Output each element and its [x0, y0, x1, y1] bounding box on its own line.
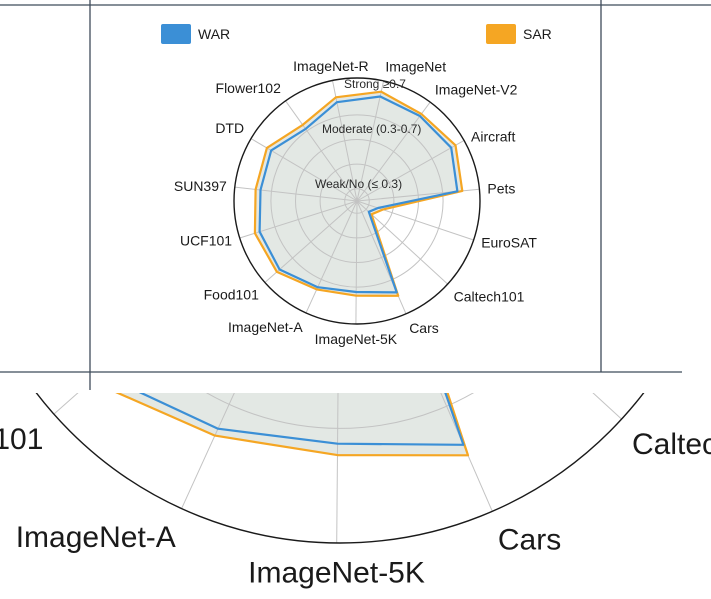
main-category-label-imagenet-a: ImageNet-A	[228, 319, 303, 335]
main-grid-ring-3	[270, 114, 444, 288]
main-spoke-0	[356, 80, 385, 202]
main-category-label-imagenet: ImageNet	[385, 59, 446, 75]
zoom-category-label-imagenet-a: ImageNet-A	[16, 521, 176, 554]
legend-war-label: WAR	[198, 26, 230, 42]
zoom-category-label-imagenet-5k: ImageNet-5K	[248, 557, 425, 590]
zoom-category-label-food101: Food101	[0, 423, 43, 456]
main-outer-ring	[233, 77, 481, 325]
main-category-label-imagenet-5k: ImageNet-5K	[315, 331, 398, 347]
main-category-label-aircraft: Aircraft	[471, 128, 515, 144]
zoom-outer-ring	[35, 393, 645, 544]
legend-war-swatch	[161, 24, 191, 44]
main-category-label-imagenet-v2: ImageNet-V2	[435, 81, 518, 97]
zoom-category-label-caltech101: Caltech101	[632, 428, 711, 461]
zoom-grid-ring-3	[206, 393, 474, 429]
band-label-moderate: Moderate (0.3-0.7)	[322, 122, 421, 136]
main-category-label-food101: Food101	[204, 287, 259, 303]
main-category-label-dtd: DTD	[215, 120, 244, 136]
main-category-label-flower102: Flower102	[216, 80, 282, 96]
main-spoke-2	[356, 139, 465, 202]
main-category-label-eurosat: EuroSAT	[481, 235, 537, 251]
main-spoke-8	[305, 200, 358, 314]
main-spoke-7	[355, 200, 358, 325]
main-spoke-12	[250, 138, 358, 202]
main-category-label-pets: Pets	[487, 180, 515, 196]
main-spoke-14	[332, 80, 358, 202]
zoom-spoke-7	[336, 393, 339, 544]
main-series-line-sar	[253, 90, 464, 297]
legend-war: WAR	[161, 24, 230, 44]
zoom-spoke-8	[181, 393, 235, 509]
main-spoke-13	[285, 100, 358, 202]
zoom-category-label-cars: Cars	[498, 524, 561, 557]
zoom-series-line-war	[138, 393, 465, 446]
legend-sar: SAR	[486, 24, 552, 44]
main-category-label-imagenet-r: ImageNet-R	[293, 58, 368, 74]
main-category-label-sun397: SUN397	[174, 178, 227, 194]
main-spoke-1	[356, 101, 431, 202]
main-category-label-caltech101: Caltech101	[454, 288, 525, 304]
band-label-weak: Weak/No (≤ 0.3)	[315, 177, 402, 191]
main-series-line-war	[258, 95, 459, 294]
main-category-label-ucf101: UCF101	[180, 232, 232, 248]
main-category-label-cars: Cars	[409, 320, 439, 336]
band-label-strong: Strong ≥0.7	[344, 77, 406, 91]
zoom-series-line-sar	[115, 393, 470, 457]
legend-sar-label: SAR	[523, 26, 552, 42]
legend-sar-swatch	[486, 24, 516, 44]
